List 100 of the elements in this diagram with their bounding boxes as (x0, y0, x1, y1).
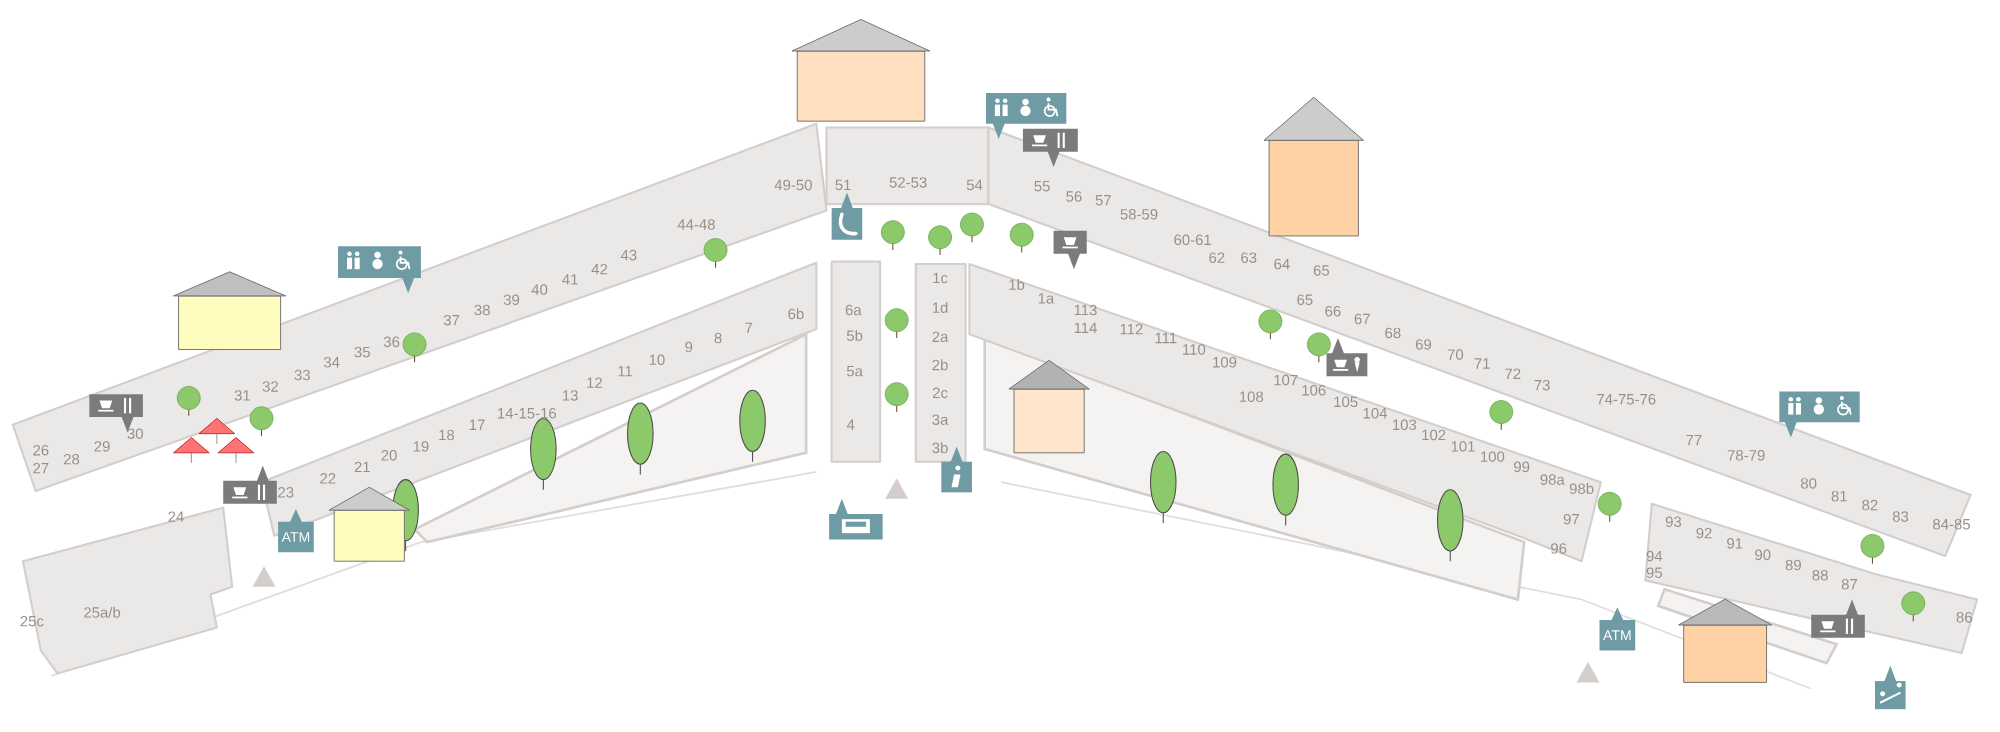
unit-number: 40 (531, 284, 548, 295)
unit-number: 33 (294, 369, 310, 381)
unit-number: 7 (745, 322, 753, 333)
unit-number: 101 (1451, 441, 1475, 452)
unit-number: 4 (846, 419, 855, 430)
unit-number: 82 (1862, 499, 1878, 511)
unit-number: 2a (932, 331, 949, 342)
unit-number: 63 (1241, 252, 1257, 263)
unit-number: 31 (234, 390, 250, 401)
unit-number: 12 (587, 377, 602, 388)
unit-number: 88 (1812, 569, 1828, 581)
unit-number: 67 (1354, 313, 1370, 325)
unit-number: 112 (1120, 323, 1143, 335)
unit-number: 64 (1274, 258, 1290, 270)
unit-number: 86 (1956, 612, 1972, 623)
unit-number: 21 (354, 461, 370, 472)
unit-number: 23 (278, 487, 294, 498)
unit-number: 9 (685, 341, 693, 353)
unit-number: 49-50 (774, 179, 812, 191)
unit-number: 57 (1095, 195, 1111, 206)
unit-number: 1d (932, 301, 948, 313)
unit-number: 68 (1385, 327, 1401, 339)
unit-number: 32 (262, 381, 278, 392)
unit-number: 72 (1505, 368, 1521, 379)
unit-number: 54 (966, 179, 983, 191)
unit-number: 55 (1034, 180, 1050, 192)
unit-number: 2c (932, 387, 948, 399)
unit-number: 1b (1009, 278, 1025, 290)
unit-number: 2b (932, 359, 948, 371)
unit-number: 3b (932, 442, 948, 454)
unit-number: 77 (1686, 434, 1702, 446)
unit-number: 109 (1213, 356, 1237, 368)
unit-number: 3a (932, 414, 949, 425)
unit-number: 83 (1892, 511, 1909, 522)
unit-number: 52-53 (889, 177, 927, 188)
unit-number: 20 (381, 450, 397, 461)
unit-number: 74-75-76 (1597, 393, 1656, 405)
unit-number: 114 (1074, 322, 1097, 333)
unit-number: 19 (413, 441, 429, 452)
unit-number: 80 (1801, 478, 1817, 489)
unit-number: 97 (1563, 513, 1579, 525)
unit-number: 84-85 (1933, 518, 1970, 530)
unit-number: 104 (1363, 407, 1388, 419)
unit-number: 51 (835, 179, 851, 191)
unit-number: 11 (618, 365, 633, 377)
unit-number: 28 (63, 453, 80, 465)
unit-number: 111 (1155, 332, 1177, 344)
atm-sign: ATM (278, 508, 314, 553)
unit-number: 60-61 (1174, 234, 1211, 245)
unit-number: 35 (354, 346, 370, 358)
unit-number: 6a (845, 304, 862, 316)
unit-number: 39 (503, 294, 520, 305)
unit-number: 62 (1209, 252, 1225, 263)
unit-number: 22 (320, 473, 336, 484)
unit-number: 17 (469, 419, 485, 430)
unit-number: 66 (1325, 305, 1341, 317)
unit-number: 100 (1481, 451, 1505, 462)
unit-number: 5a (846, 365, 863, 377)
unit-number: 43 (620, 249, 637, 261)
unit-number: 29 (94, 441, 110, 452)
unit-number: 113 (1074, 304, 1097, 316)
unit-number: 18 (439, 429, 455, 441)
unit-number: 13 (563, 390, 578, 401)
unit-number: 25a/b (84, 606, 121, 618)
unit-number: 42 (591, 263, 608, 275)
unit-number: 26 (33, 444, 49, 456)
unit-number: 95 (1646, 567, 1662, 578)
unit-number: 93 (1665, 516, 1682, 527)
unit-number: 27 (33, 462, 49, 474)
unit-number: 87 (1841, 578, 1857, 590)
unit-number: 37 (443, 314, 460, 326)
unit-number: 8 (714, 332, 722, 344)
unit-number: 14-15-16 (498, 407, 557, 419)
unit-number: 38 (474, 304, 490, 316)
unit-number: 94 (1646, 550, 1663, 562)
unit-number: 90 (1755, 549, 1771, 561)
unit-number: 44-48 (677, 219, 715, 230)
unit-number: 98b (1569, 482, 1594, 494)
unit-number: 91 (1727, 538, 1743, 549)
unit-number: 1c (933, 272, 948, 284)
unit-number: 5b (846, 329, 863, 341)
unit-number: 34 (323, 356, 340, 368)
unit-number: 98a (1540, 474, 1565, 485)
unit-number: 30 (127, 428, 143, 439)
unit-number: 71 (1474, 358, 1490, 369)
unit-number: 25c (20, 615, 44, 627)
unit-number: 65 (1313, 265, 1330, 276)
unit-number: 103 (1393, 419, 1417, 430)
unit-number: 56 (1066, 191, 1082, 202)
unit-number: 6b (788, 308, 804, 320)
atm-sign: ATM (1599, 607, 1636, 651)
unit-number: 99 (1514, 461, 1530, 473)
unit-number: 108 (1239, 391, 1264, 402)
unit-number: 106 (1302, 384, 1326, 396)
unit-number: 89 (1785, 559, 1801, 571)
unit-number: 81 (1831, 490, 1847, 502)
unit-number: 78-79 (1727, 450, 1765, 461)
unit-number: 73 (1534, 379, 1550, 391)
unit-number: 107 (1274, 374, 1298, 386)
unit-number: 58-59 (1120, 208, 1158, 220)
